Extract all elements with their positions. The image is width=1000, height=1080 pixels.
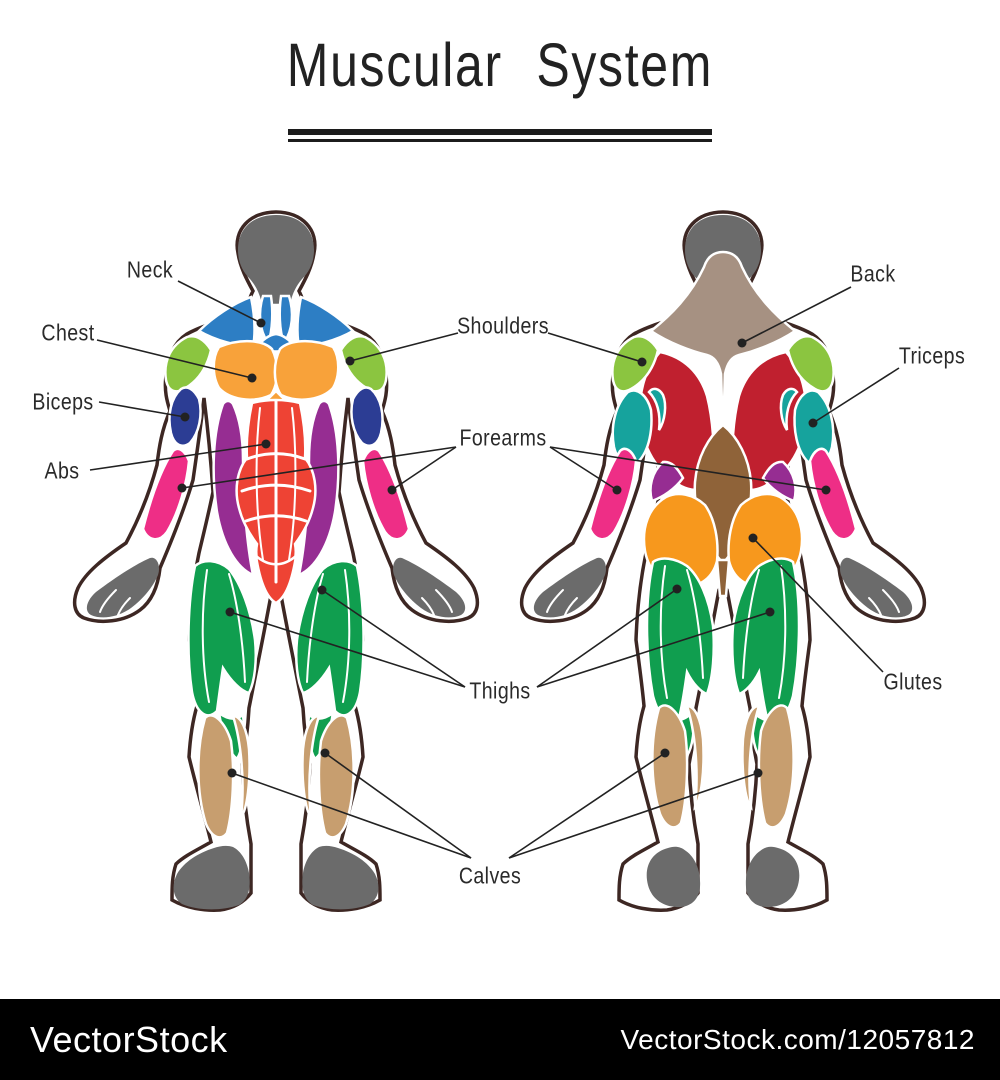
leader-line-thighs-back-right [536, 611, 771, 688]
leader-line-thighs-front-right [321, 589, 466, 688]
label-back: Back [850, 260, 896, 287]
label-chest: Chest [41, 319, 95, 346]
front-head [238, 215, 314, 304]
leader-line-shoulders-back [547, 332, 643, 363]
front-abs-separations [240, 399, 312, 584]
front-neck-muscles [196, 294, 356, 353]
front-forearm-muscles [141, 447, 411, 541]
watermark-brand: VectorStock [30, 1018, 228, 1060]
front-oblique-muscles [212, 399, 340, 578]
back-triceps-muscles [611, 387, 835, 466]
label-biceps: Biceps [32, 388, 94, 415]
leader-line-triceps [812, 367, 900, 424]
label-thighs: Thighs [469, 677, 531, 704]
front-thigh-separations [201, 569, 351, 703]
leader-line-biceps [98, 401, 186, 418]
back-figure [519, 210, 927, 912]
leader-line-calves-back-right [508, 772, 759, 859]
page-title-wrap: Muscular System [0, 30, 1000, 100]
label-neck: Neck [126, 256, 174, 283]
leader-line-calves-back-left [508, 752, 666, 859]
leader-line-forearms-front-right [391, 446, 457, 491]
leader-line-thighs-back-left [536, 588, 678, 688]
leader-line-forearms-back-left [549, 446, 618, 491]
back-shoulder-muscles [611, 335, 835, 393]
label-shoulders: Shoulders [457, 312, 549, 339]
back-calf-muscles [651, 704, 795, 829]
title-underline-thick [288, 129, 712, 135]
leader-line-neck [177, 280, 262, 324]
leader-line-glutes [752, 537, 884, 673]
back-oblique-muscles [649, 460, 797, 503]
front-chest-muscles [212, 340, 340, 416]
leader-line-forearms-back-right [549, 446, 827, 491]
leader-line-shoulders-front [349, 332, 459, 362]
front-figure [72, 210, 480, 912]
watermark-bar: VectorStock VectorStock.com/12057812 [0, 999, 1000, 1080]
leader-line-thighs-front-left [229, 611, 466, 688]
back-forearm-muscles [588, 447, 858, 541]
leader-dots [177, 318, 831, 778]
label-triceps: Triceps [898, 342, 966, 369]
front-calf-muscles [197, 714, 355, 839]
leader-line-abs [89, 443, 267, 471]
label-calves: Calves [458, 862, 522, 889]
label-forearms: Forearms [459, 424, 547, 451]
page-title: Muscular System [286, 31, 714, 99]
leader-line-chest [96, 339, 253, 379]
leader-lines [89, 280, 900, 859]
leader-line-calves-front-left [231, 772, 472, 859]
title-underline-thin [288, 139, 712, 142]
back-lat-muscles [638, 350, 808, 491]
watermark-reference: VectorStock.com/12057812 [620, 1023, 975, 1055]
leader-line-calves-front-right [324, 752, 472, 859]
leader-line-back [741, 286, 852, 344]
label-glutes: Glutes [883, 668, 943, 695]
leader-line-forearms-front-left [181, 446, 457, 489]
label-abs: Abs [44, 457, 80, 484]
